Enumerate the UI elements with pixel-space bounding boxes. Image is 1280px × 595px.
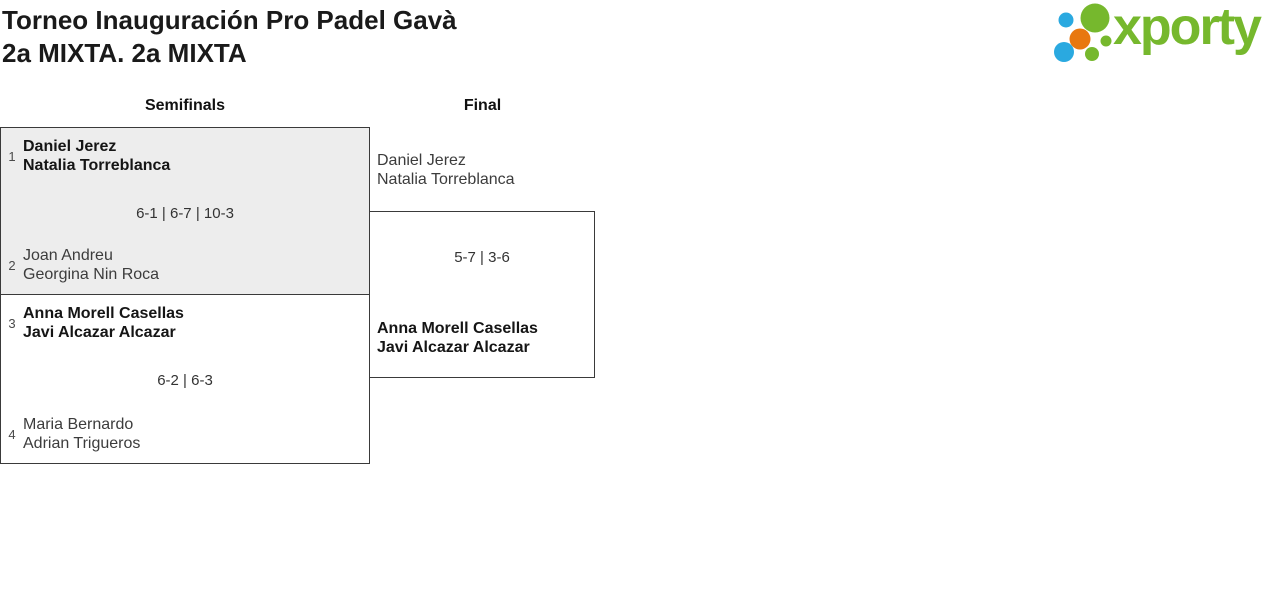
player-name: Joan Andreu [23, 247, 113, 264]
player-name: Natalia Torreblanca [23, 157, 171, 174]
logo-wordmark: xporty [1113, 0, 1262, 56]
round-header-final: Final [463, 97, 502, 114]
player-name: Natalia Torreblanca [377, 171, 515, 188]
xporty-logo[interactable]: xporty [1050, 0, 1278, 67]
player-name: Javi Alcazar Alcazar [23, 324, 176, 341]
tournament-category: 2a MIXTA. 2a MIXTA [2, 38, 247, 68]
match-score: 6-2 | 6-3 [157, 372, 213, 389]
player-name: Daniel Jerez [377, 152, 466, 169]
player-name: Anna Morell Casellas [23, 305, 184, 322]
tournament-name: Torneo Inauguración Pro Padel Gavà [2, 5, 457, 35]
seed-number: 2 [8, 257, 16, 273]
match-score: 6-1 | 6-7 | 10-3 [136, 205, 234, 222]
team-names: Daniel Jerez Natalia Torreblanca [23, 137, 170, 175]
player-name: Javi Alcazar Alcazar [377, 339, 530, 356]
seed-number: 4 [8, 426, 16, 442]
team-names: Maria Bernardo Adrian Trigueros [23, 415, 140, 453]
team-names: Joan Andreu Georgina Nin Roca [23, 246, 159, 284]
player-name: Georgina Nin Roca [23, 266, 160, 283]
player-name: Adrian Trigueros [23, 435, 141, 452]
round-header-semifinals: Semifinals [144, 97, 226, 114]
logo-dots-icon [1054, 3, 1112, 62]
match-semifinal-1[interactable]: 1 Daniel Jerez Natalia Torreblanca 6-1 |… [0, 127, 370, 295]
page-title: Torneo Inauguración Pro Padel Gavà 2a MI… [2, 4, 457, 70]
match-team-row: 4 Maria Bernardo Adrian Trigueros [1, 415, 369, 453]
match-score: 5-7 | 3-6 [454, 249, 510, 266]
final-team-top: Daniel Jerez Natalia Torreblanca [377, 151, 515, 189]
match-semifinal-2[interactable]: 3 Anna Morell Casellas Javi Alcazar Alca… [0, 294, 370, 464]
team-names: Anna Morell Casellas Javi Alcazar Alcaza… [23, 304, 184, 342]
player-name: Anna Morell Casellas [377, 320, 538, 337]
player-name: Daniel Jerez [23, 138, 117, 155]
match-team-row: 2 Joan Andreu Georgina Nin Roca [1, 246, 369, 284]
match-team-row: 1 Daniel Jerez Natalia Torreblanca [1, 137, 369, 175]
match-team-row: 3 Anna Morell Casellas Javi Alcazar Alca… [1, 304, 369, 342]
seed-number: 1 [8, 148, 16, 164]
match-final[interactable]: 5-7 | 3-6 [369, 211, 595, 378]
seed-number: 3 [8, 315, 16, 331]
player-name: Maria Bernardo [23, 416, 134, 433]
final-team-bottom: Anna Morell Casellas Javi Alcazar Alcaza… [377, 319, 538, 357]
